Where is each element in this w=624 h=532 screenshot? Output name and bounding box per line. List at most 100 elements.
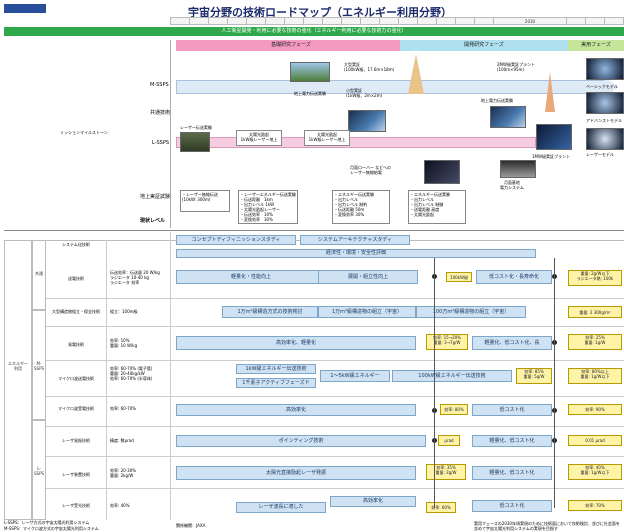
column-divider — [106, 240, 107, 520]
side-group-b: M-SSPS — [32, 310, 46, 420]
year-cell — [475, 18, 494, 25]
row-label: 発電技術 — [48, 342, 104, 347]
ground-box-1: ・レーザー無線伝送 (10kW: 300m) — [180, 190, 230, 212]
year-cell — [437, 18, 456, 25]
rcv-match-bar: レーザ波長に適した — [236, 502, 326, 513]
las-light-bar: 軽量化、低コスト化 — [472, 466, 552, 480]
row-status: 効率: 60-70% — [110, 406, 168, 411]
row-divider — [46, 426, 624, 427]
divider — [170, 40, 171, 228]
row-status: 効率: 60-70% (電子管) 重量: 20-40kg/kW 効率: 60-7… — [110, 366, 168, 381]
corner-tag — [4, 4, 46, 13]
row-label-m-ssps: M-SSPS — [150, 82, 169, 88]
assembly3-bar: 100万m²級構造物の組立（宇宙） — [416, 306, 526, 318]
system-bar: システムアーキテクチャスタディ — [300, 235, 410, 245]
deploy-bar: 展開・組立性向上 — [318, 270, 418, 284]
mw-1to5-bar: 1〜5kW級エネルギー — [320, 370, 390, 382]
mw-1kw-bar: 1kW級エネルギー伝送技術 — [236, 364, 316, 374]
l-ssps-band — [176, 137, 536, 148]
advanced-model-label: アドバンストモデル — [586, 118, 622, 123]
year-cell — [605, 18, 623, 25]
basic-model-label: ベーシックモデル — [586, 84, 618, 89]
small-demo-image — [348, 110, 386, 132]
big-demo-label: 大型実証 (100kW級、17.6m×18m) — [344, 62, 398, 72]
year-cell — [266, 18, 285, 25]
status-level-label: 現状レベル — [140, 218, 165, 224]
year-strip: 2030 — [170, 17, 624, 25]
year-cell: 2030 — [494, 18, 567, 25]
las-target2-box: 効率: 40% 重量: 1g/W以下 — [568, 464, 622, 480]
mw-phase-bar: 1千素子アクティブフェーズド — [236, 378, 316, 388]
rx-target2-box: 効率: 90% — [568, 404, 622, 415]
rx-low-bar: 低コスト化 — [472, 404, 552, 416]
footer-note-3: 関係機関：JAXA — [176, 523, 205, 528]
one-mw-image — [536, 124, 572, 150]
row-label: システム化技術 — [48, 242, 104, 247]
ground-box-2: ・レーザーエネルギー伝送実験 ・伝送距離 1km ・出力レベル 1kW ・太陽光… — [238, 190, 298, 224]
year-cell — [285, 18, 304, 25]
row-label: マイクロ波送電技術 — [48, 376, 104, 381]
year-cell — [304, 18, 323, 25]
big-demo-beam — [408, 54, 424, 94]
year-cell — [342, 18, 361, 25]
lightweight-bar: 軽量化・性能向上 — [176, 270, 326, 284]
year-cell — [399, 18, 418, 25]
concept-bar: コンセプトディフィニッションスタディ — [176, 235, 296, 245]
gen-high-bar: 高効率化、軽量化 — [176, 336, 416, 350]
rcv-target2-box: 効率: 70% — [568, 500, 622, 511]
point-light-bar: 軽量化、低コスト化 — [472, 435, 552, 447]
mw-target1-box: 効率: 85% 重量: 5g/W — [516, 368, 552, 384]
row-label: レーザ装置技術 — [48, 472, 104, 477]
side-group-c: L-SSPS — [32, 420, 46, 520]
mw-100kw-bar: 100kW級エネルギー伝送技術 — [392, 370, 512, 382]
rx-high-bar: 高効率化 — [176, 404, 416, 416]
year-cell — [209, 18, 228, 25]
assembly1-bar: 1万m²級構造方式の技術検討 — [222, 306, 318, 318]
row-label-milestone: ミッションマイルストーン — [60, 130, 108, 135]
year-cell — [190, 18, 209, 25]
point-target1-box: μrad — [438, 435, 460, 446]
small-demo-label: 小型実証 (1kW級、2m×2m) — [346, 88, 396, 98]
phase-practical: 実用フェーズ — [568, 40, 624, 51]
plant-image — [490, 106, 526, 128]
row-divider — [46, 326, 624, 327]
las-target1-box: 効率: 35% 重量: 2g/W — [426, 464, 466, 480]
row-label-common: 共通技術 — [150, 110, 170, 116]
point-target2-box: 0.01 μrad — [568, 435, 622, 446]
row-label-ground-test: 地上実証試験 — [140, 194, 170, 200]
side-group-energy: エネルギー 利用 — [4, 240, 32, 520]
pointing-bar: ポインティング技術 — [176, 435, 426, 447]
laser-sun-bar: 太陽光直接励起レーザ発振 — [176, 466, 416, 480]
row-divider — [46, 360, 624, 361]
year-cell — [323, 18, 342, 25]
row-divider — [46, 396, 624, 397]
rcv-low-bar: 低コスト化 — [472, 500, 552, 512]
row-divider — [46, 298, 624, 299]
plant-label: 2MW級実証プラント (100m×95m) — [497, 62, 557, 72]
footer-note-4: 実用フェーズの2030年頃実現のために技術面において技術検討、並びに社会面を含め… — [474, 521, 622, 531]
one-mw-label: 1MW級実証プラント — [532, 154, 570, 159]
sun-laser1-box: 太陽光励起 1kW級レーザー地上 — [236, 130, 282, 146]
laser-model-label: レーザーモデル — [586, 152, 614, 157]
row-label: レーザ受光技術 — [48, 503, 104, 508]
row-label: マイクロ波受電技術 — [48, 406, 104, 411]
phase-dev: 開発研究フェーズ — [400, 40, 568, 51]
plant-beam — [545, 72, 555, 112]
row-divider — [46, 488, 624, 489]
rover-image — [424, 160, 460, 184]
rover-label: 月面ローバー などへの レーザー無線給電 — [350, 165, 414, 175]
economy-bar: 経済性・環境・安全性評価 — [176, 249, 536, 258]
footer-note-1: L-SSPS：レーザ方式の宇宙太陽光利用システム — [4, 520, 89, 525]
row-status: 伝送効率：伝送量 20 W/kg ラジエータ 10-40 kg ラジエータ 効率 — [110, 270, 168, 285]
gen-target2-box: 効率: 25% 重量: 1g/W — [568, 334, 622, 350]
year-cell — [418, 18, 437, 25]
gen-lowcost-bar: 軽量化、低コスト化、長 — [472, 336, 552, 350]
link-line — [554, 258, 555, 508]
year-cell — [171, 18, 190, 25]
year-cell — [586, 18, 605, 25]
ground-power-label: 地上電力伝送実験 — [290, 90, 330, 97]
side-group-a: 共通 — [32, 240, 46, 310]
ground-power2-label: 地上電力伝送実験 — [481, 98, 513, 103]
row-label-l-ssps: L-SSPS — [152, 140, 169, 146]
year-cell — [228, 18, 247, 25]
